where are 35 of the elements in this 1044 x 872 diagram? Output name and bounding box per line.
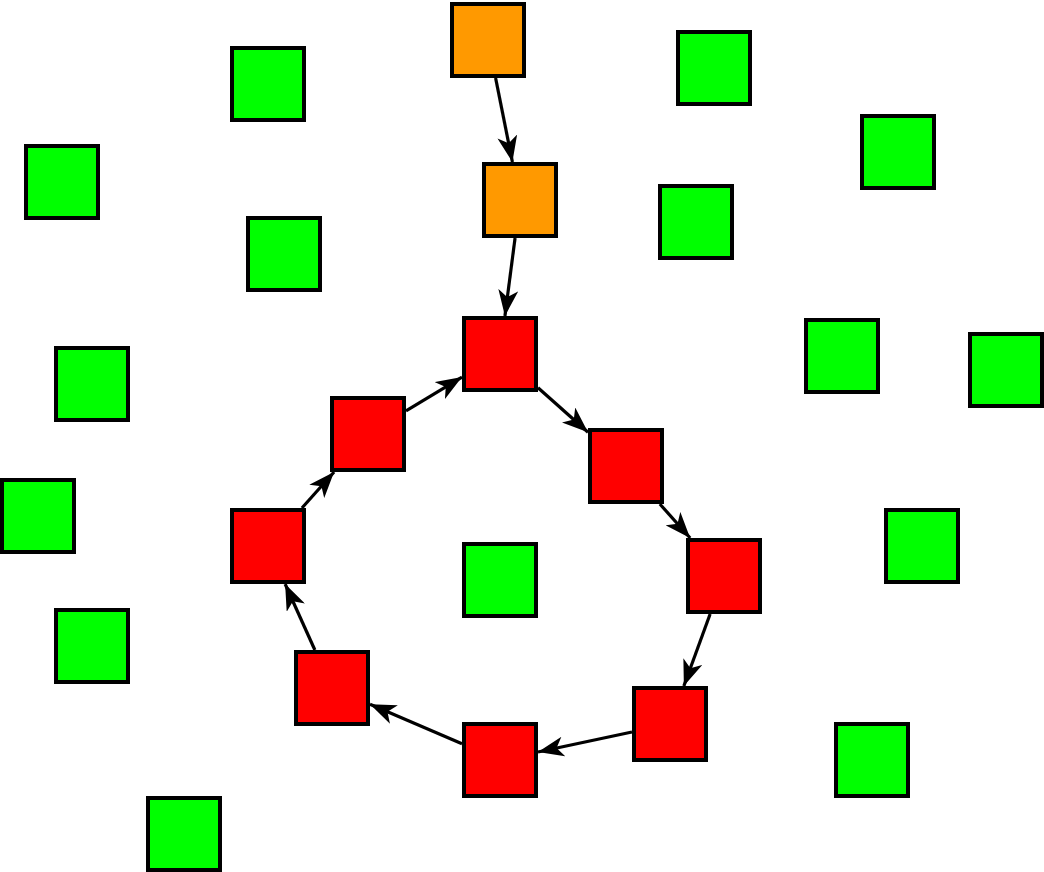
square-node [462,722,538,798]
square-node [330,396,406,472]
arrow [300,470,336,510]
square-node [450,2,526,78]
square-node [462,542,538,618]
square-node [54,608,130,684]
square-node [834,722,910,798]
square-node [686,538,762,614]
square-node [246,216,322,292]
square-node [884,508,960,584]
square-node [676,30,752,106]
arrow [369,702,463,746]
square-node [658,184,734,260]
square-node [54,346,130,422]
arrow [283,583,317,651]
arrow [536,386,590,434]
square-node [24,144,100,220]
arrow [682,613,712,687]
square-node [588,428,664,504]
square-node [804,318,880,394]
square-node [632,686,708,762]
arrow [405,375,463,413]
square-node [482,162,558,238]
square-node [294,650,370,726]
square-node [230,46,306,122]
square-node [860,114,936,190]
arrow [658,502,692,540]
arrow [498,237,519,317]
arrow [494,77,518,163]
square-node [0,478,76,554]
square-node [230,508,306,584]
square-node [462,316,538,392]
arrow [537,730,633,757]
square-node [968,332,1044,408]
square-node [146,796,222,872]
